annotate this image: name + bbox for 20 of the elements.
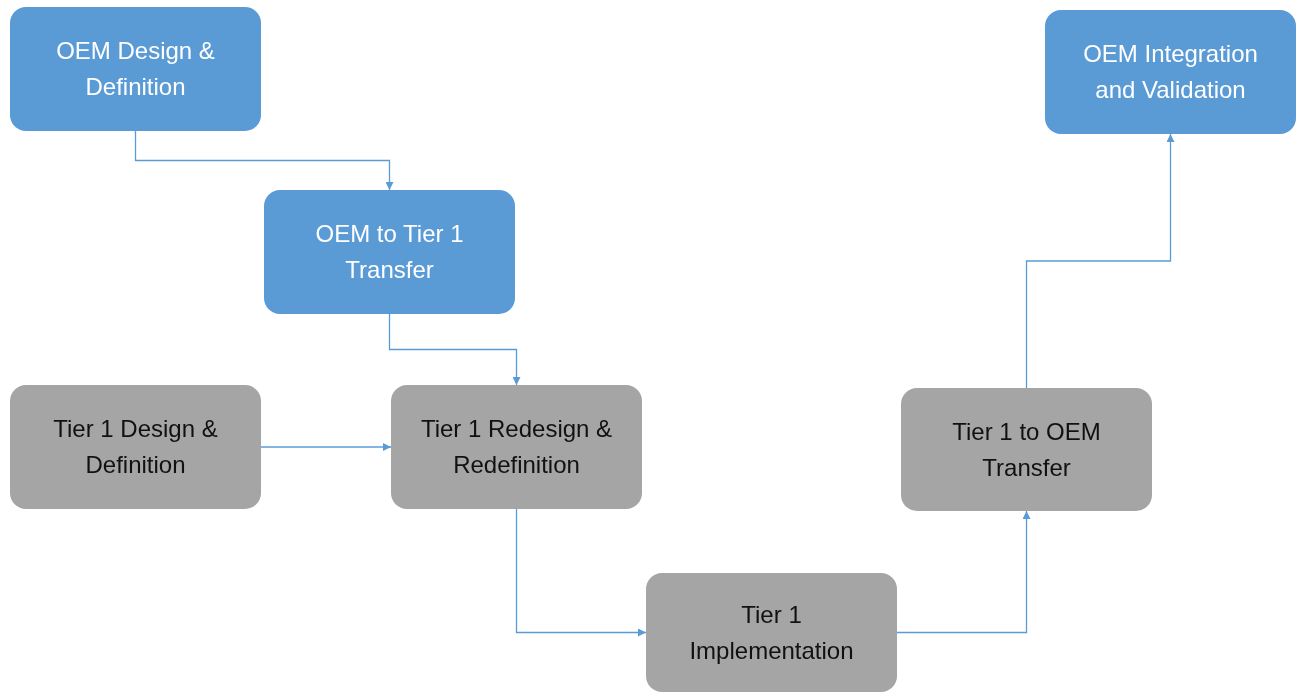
- arrow: [896, 510, 1031, 634]
- process-box: [391, 385, 642, 509]
- arrow: [260, 443, 392, 451]
- process-box: [1045, 10, 1296, 134]
- box-label: Tier 1 Design & Definition: [52, 414, 219, 480]
- process-box: [10, 7, 261, 131]
- box-label: Tier 1 to OEM Transfer: [951, 416, 1102, 483]
- arrow: [515, 508, 647, 637]
- process-box: [10, 385, 261, 509]
- arrow: [1025, 133, 1175, 389]
- box-label: Tier 1 Implementation: [688, 599, 855, 666]
- arrow: [388, 313, 521, 386]
- process-box: [264, 190, 515, 314]
- box-label: OEM Design & Definition: [55, 36, 216, 102]
- process-box: [646, 573, 897, 692]
- process-box: [901, 388, 1152, 511]
- box-label: OEM Integration and Validation: [1082, 39, 1259, 105]
- box-label: OEM to Tier 1 Transfer: [314, 219, 465, 285]
- box-label: Tier 1 Redesign & Redefinition: [419, 414, 614, 480]
- arrow: [134, 130, 394, 191]
